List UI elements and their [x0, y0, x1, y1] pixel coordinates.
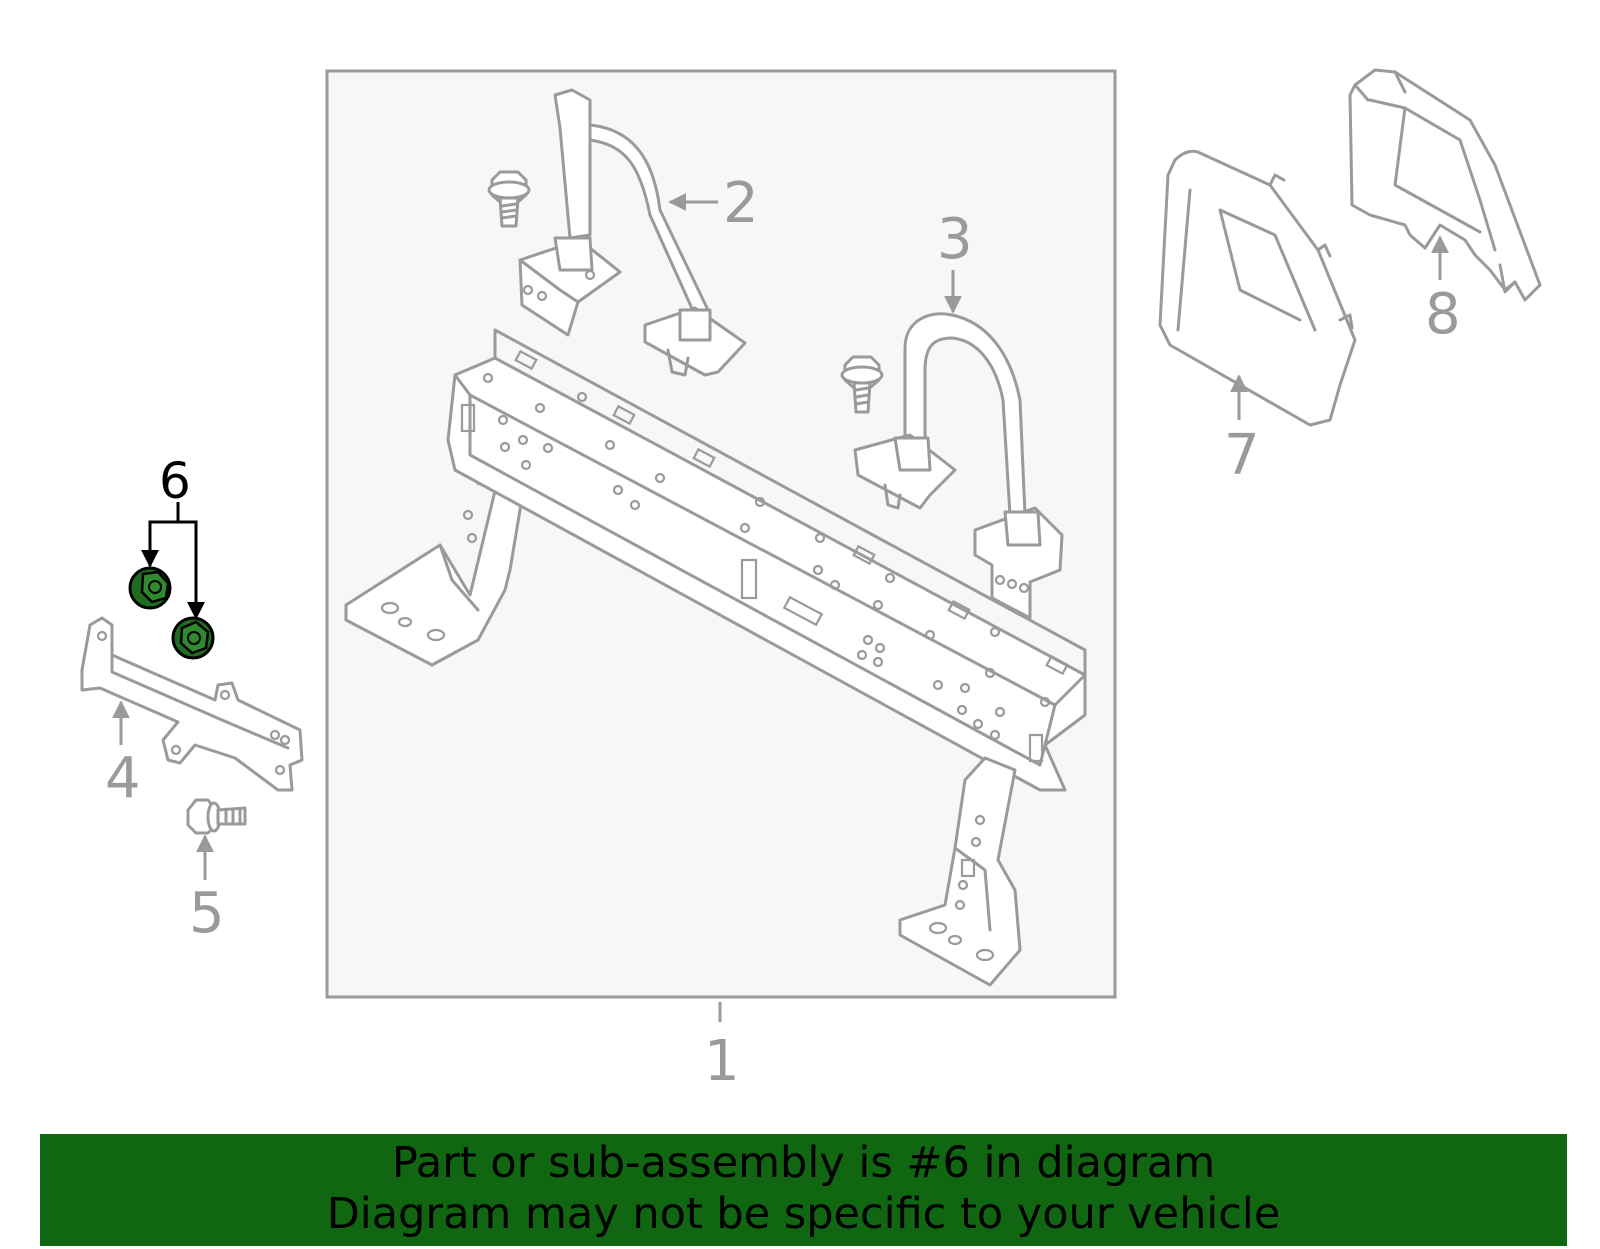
- callout-2: 2: [723, 171, 759, 236]
- callout-1: 1: [704, 1029, 740, 1094]
- banner-line-2: Diagram may not be specific to your vehi…: [326, 1189, 1281, 1239]
- bolt-upper-left[interactable]: [487, 170, 531, 228]
- callout-6: 6: [159, 452, 191, 510]
- callout-7: 7: [1224, 423, 1260, 488]
- leader-6: [141, 502, 205, 620]
- info-banner: Part or sub-assembly is #6 in diagram Di…: [40, 1134, 1567, 1246]
- panel-part-8[interactable]: [1348, 68, 1542, 302]
- bracket-part-4[interactable]: [80, 616, 304, 792]
- callout-5: 5: [189, 881, 225, 946]
- callout-3: 3: [937, 207, 973, 272]
- bolt-part-5[interactable]: [186, 798, 247, 835]
- callout-8: 8: [1425, 282, 1461, 347]
- grab-handle-part-2[interactable]: [518, 88, 747, 377]
- nut-part-6-right[interactable]: [171, 616, 215, 660]
- cross-beam-part-1[interactable]: [344, 328, 1087, 987]
- bolt-middle[interactable]: [840, 355, 884, 414]
- nut-part-6-left[interactable]: [128, 566, 172, 610]
- banner-line-1: Part or sub-assembly is #6 in diagram: [391, 1138, 1216, 1188]
- grab-handle-part-3[interactable]: [853, 312, 1064, 620]
- callout-4: 4: [105, 746, 141, 811]
- panel-part-7[interactable]: [1158, 149, 1357, 427]
